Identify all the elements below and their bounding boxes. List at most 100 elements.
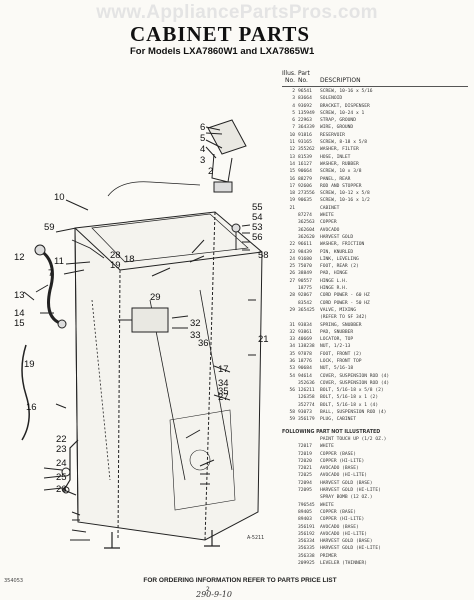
part-no-cell: 72017 (298, 444, 312, 450)
illus-no-cell: 25 (289, 264, 295, 270)
callout-4: 4 (200, 144, 205, 155)
description-cell: AVOCADO (HI-LITE) (320, 531, 368, 537)
description-cell: (REFER TO SF 342) (320, 315, 368, 321)
header-part: Part (298, 70, 310, 77)
table-row: 18775 HINGE R.H. (282, 285, 468, 292)
illus-no-cell: 2 (292, 89, 295, 94)
callout-14: 14 (14, 308, 25, 319)
part-no-cell: 126211 (298, 388, 315, 394)
illus-no-cell: 5 (292, 110, 295, 116)
illus-no-cell: 23 (289, 249, 295, 255)
illus-no-cell (282, 234, 298, 241)
callout-11: 11 (54, 256, 64, 267)
illus-no-cell: 35 (289, 351, 295, 357)
callout-58: 58 (258, 250, 269, 261)
description-cell: SCREW, 10-16 x 5/16 (320, 89, 373, 94)
part-no-cell: 88279 (298, 176, 312, 182)
part-no-cell (298, 205, 320, 212)
callout-26: 26 (56, 484, 67, 495)
illus-no-cell: 36 (289, 358, 295, 364)
description-cell: COPPER (HI-LITE) (320, 458, 365, 464)
part-no-cell: 93073 (298, 410, 312, 416)
callout-19b: 19 (24, 359, 35, 370)
part-no-cell: 83664 (298, 96, 312, 102)
callout-18: 18 (124, 254, 135, 265)
callout-28: 28 (110, 250, 121, 261)
illus-no-cell (282, 285, 298, 292)
illus-no-cell (282, 494, 298, 501)
illus-no-cell: 34 (289, 344, 295, 350)
part-no-cell (298, 436, 320, 443)
part-no-cell: 98439 (298, 249, 312, 255)
part-no-cell: 352636 (298, 380, 315, 386)
description-cell: WASHER, RUBBER (320, 161, 359, 167)
illus-no-cell (282, 472, 298, 479)
illus-no-cell (282, 465, 298, 472)
illus-no-cell (282, 538, 298, 545)
illus-no-cell: 59 (289, 417, 295, 423)
watermark: www.AppliancePartsPros.com (96, 2, 378, 23)
illus-no-cell (282, 553, 298, 560)
part-no-cell: 83542 (298, 300, 312, 306)
illus-no-cell: 22 (289, 242, 295, 248)
description-cell: PIN, KNURLED (320, 249, 354, 255)
illus-no-cell: 7 (292, 125, 295, 131)
description-cell: AVOCADO (320, 227, 340, 233)
callout-3: 3 (200, 155, 205, 166)
description-cell: WHITE (320, 213, 334, 219)
part-no-cell: 90557 (298, 278, 312, 284)
illus-no-cell: 10 (289, 132, 295, 138)
callout-17: 17 (218, 364, 229, 375)
callout-36: 36 (198, 338, 209, 349)
illus-no-cell: 18 (289, 191, 295, 197)
part-no-cell: 356192 (298, 531, 315, 537)
callout-35: 35 (218, 386, 229, 397)
illus-no-cell (282, 219, 298, 226)
part-no-cell: 96611 (298, 242, 312, 248)
description-cell: HINGE R.H. (320, 286, 348, 292)
description-cell: BOLT, 5/16-18 x 1 (4) (320, 402, 379, 408)
part-no-cell: 93165 (298, 140, 312, 146)
not-illustrated-title: FOLLOWING PART NOT ILLUSTRATED (282, 429, 381, 435)
callout-19: 19 (110, 260, 121, 271)
part-no-cell: 91816 (298, 132, 312, 138)
description-cell: HARVEST GOLD (BASE) (320, 480, 373, 486)
table-header-row-2: No. No. DESCRIPTION (282, 77, 468, 84)
part-no-cell (298, 314, 320, 321)
part-no-cell: 90635 (298, 198, 312, 204)
illus-no-cell (282, 436, 298, 443)
description-cell: HINGE L.H. (320, 278, 348, 284)
illus-no-cell (282, 394, 298, 401)
part-no-cell: 18775 (298, 286, 312, 292)
description-cell: STRAP, GROUND (320, 118, 356, 124)
page-title: CABINET PARTS (130, 22, 311, 46)
illus-no-cell: 17 (289, 183, 295, 189)
description-cell: COPPER (HI-LITE) (320, 517, 365, 523)
part-no-cell: 364339 (298, 125, 315, 131)
description-cell: COVER, SUSPENSION ROD (4) (320, 373, 390, 379)
illus-no-cell (282, 402, 298, 409)
callout-55: 55 (252, 202, 263, 213)
